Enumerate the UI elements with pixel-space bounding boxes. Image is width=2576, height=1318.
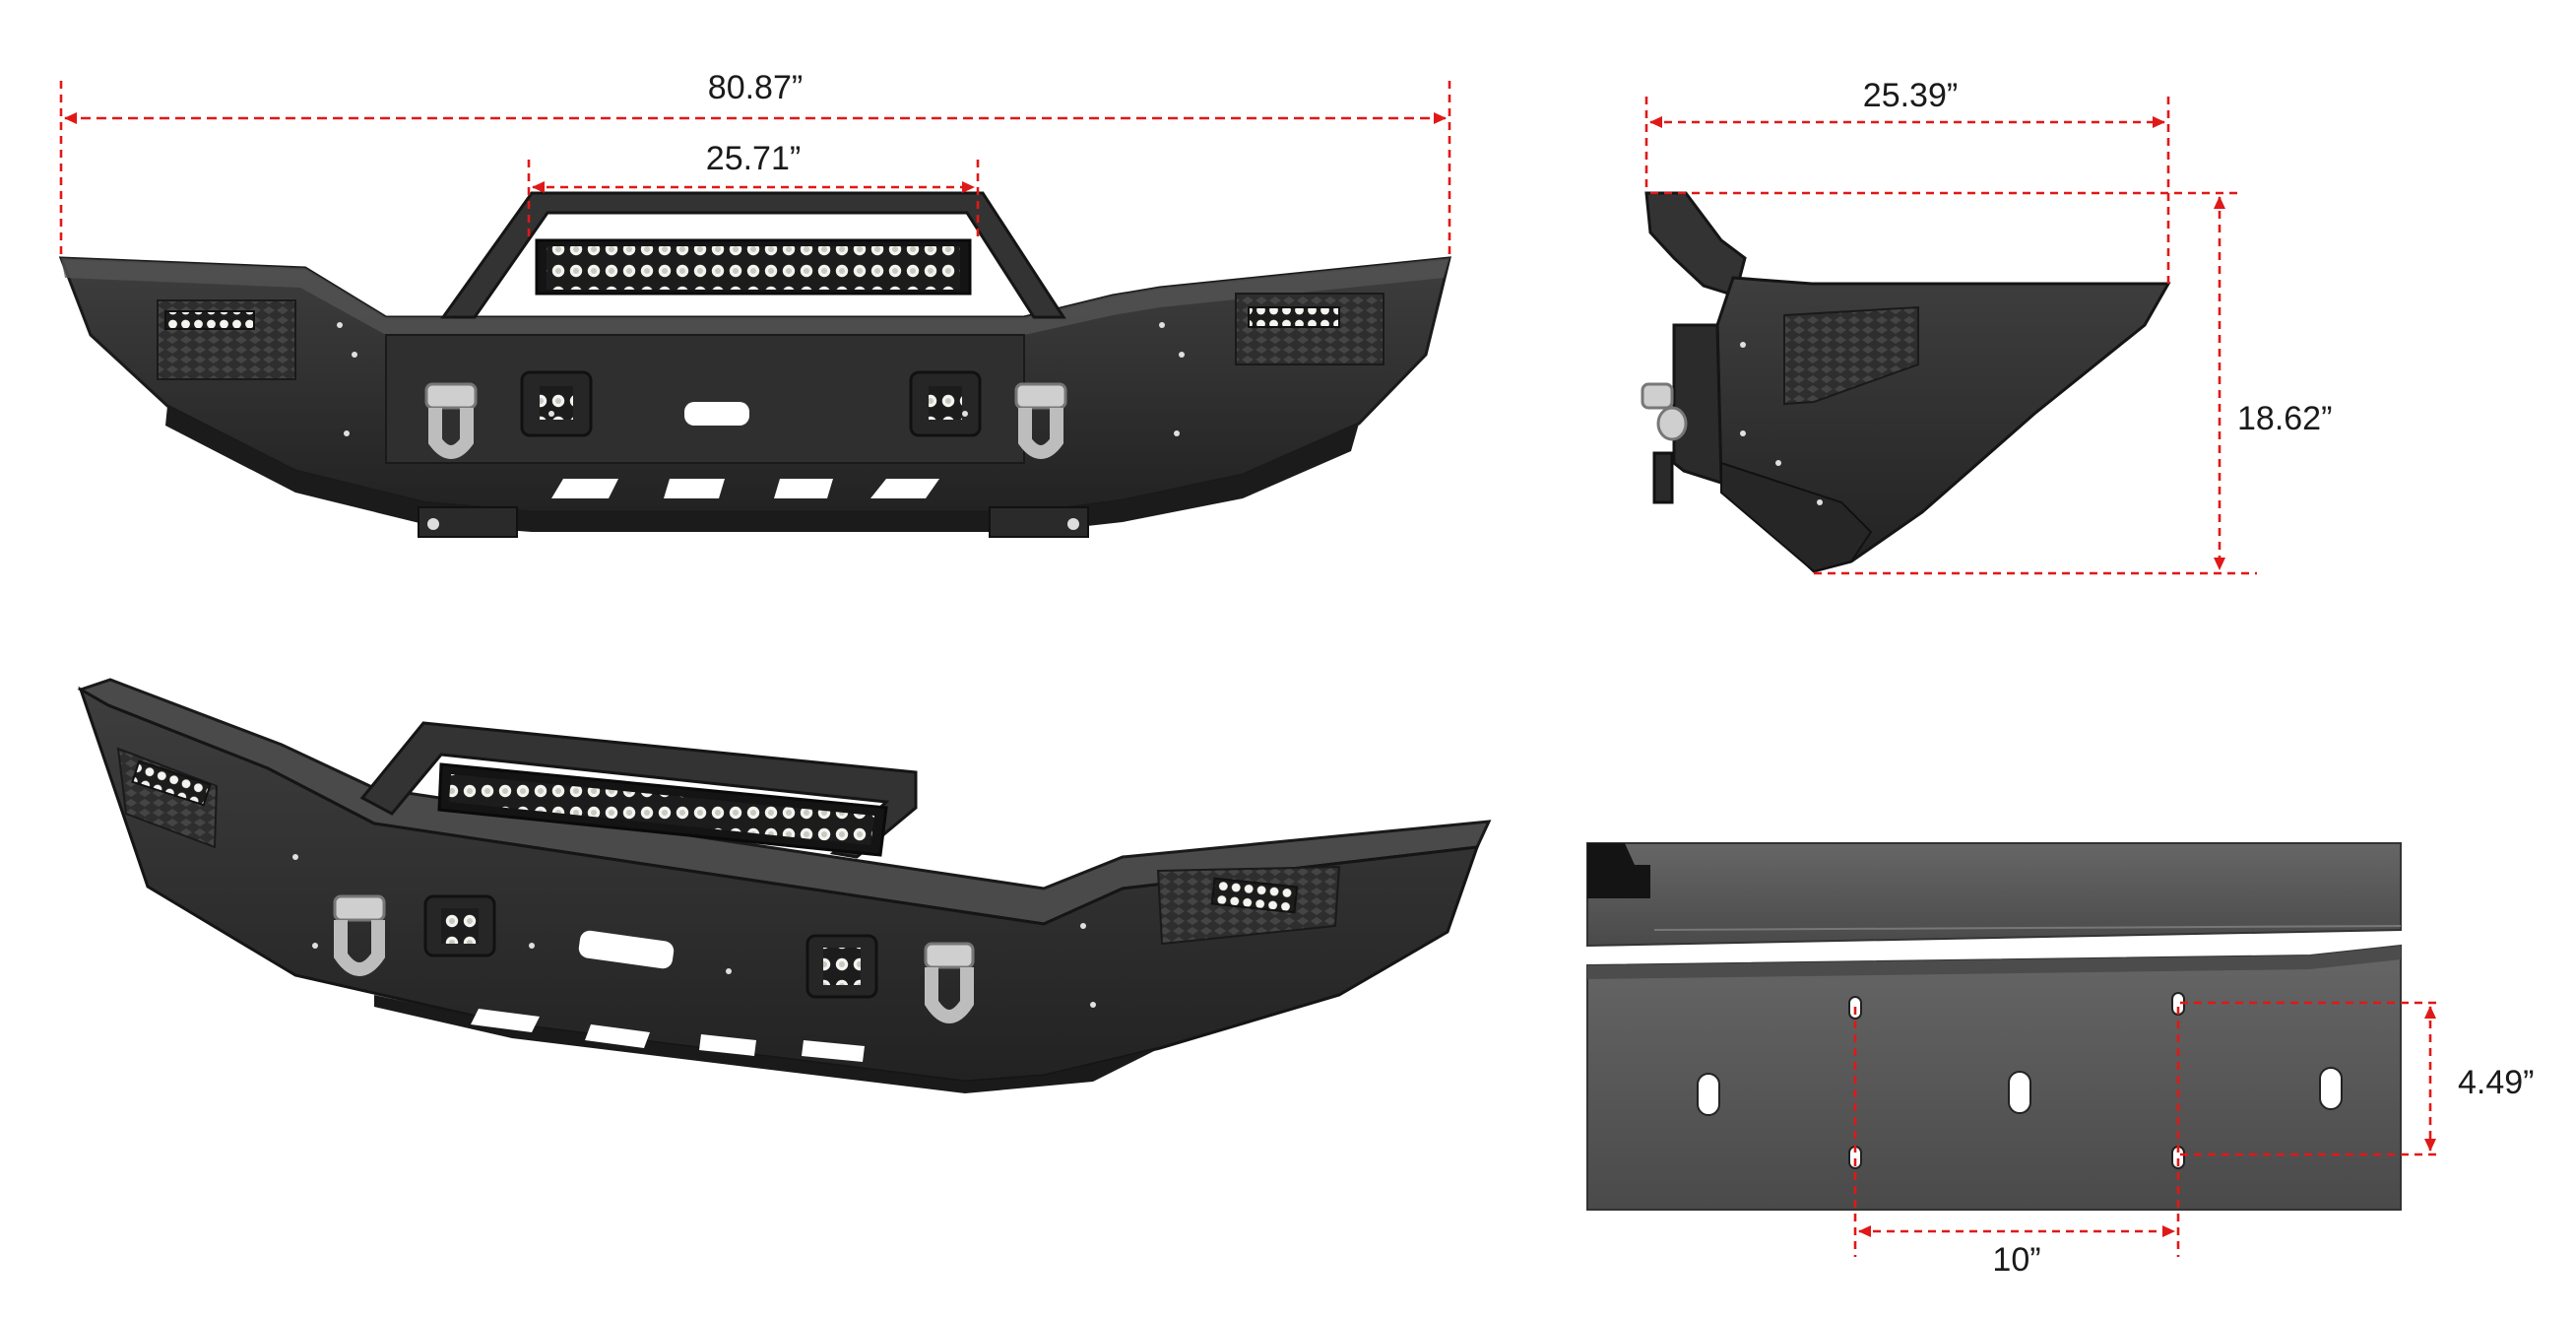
mounting-slots xyxy=(1697,1067,2343,1116)
hole-horizontal-label: 10” xyxy=(1992,1241,2040,1279)
front-shackles xyxy=(424,382,1067,459)
hole-vertical-dimension: 4.49” xyxy=(2180,1001,2535,1156)
overall-width-label: 80.87” xyxy=(708,69,803,106)
side-depth-dimension: 25.39” xyxy=(1644,77,2170,286)
left-side-led xyxy=(164,310,255,330)
light-bar-hoop xyxy=(440,191,1066,319)
right-side-led xyxy=(1248,306,1340,328)
light-bar-width-label: 25.71” xyxy=(706,140,801,177)
side-height-label: 18.62” xyxy=(2237,400,2332,437)
perspective-left-led xyxy=(131,759,212,807)
perspective-cube-lights xyxy=(423,894,878,999)
perspective-view xyxy=(77,678,1492,1093)
perspective-light-bar-hoop xyxy=(359,721,918,859)
hole-vertical-label: 4.49” xyxy=(2458,1064,2535,1101)
side-depth-label: 25.39” xyxy=(1863,77,1958,114)
front-view xyxy=(58,191,1451,538)
light-bar-width-dimension: 25.71” xyxy=(527,140,980,240)
side-shackle xyxy=(1641,382,1688,504)
perspective-skid-cutouts xyxy=(471,1009,865,1062)
winch-slot xyxy=(684,402,749,426)
side-height-dimension: 18.62” xyxy=(1650,191,2332,575)
skid-cutouts xyxy=(551,479,939,498)
perspective-bumper-body xyxy=(78,686,1480,1084)
perspective-right-led xyxy=(1210,877,1299,914)
front-cube-lights xyxy=(520,370,982,437)
perspective-shackles xyxy=(333,894,975,1023)
overall-width-dimension: 80.87” xyxy=(59,69,1451,258)
hole-horizontal-dimension: 10” xyxy=(1853,1007,2180,1279)
mounting-plate-detail xyxy=(1586,842,2402,1211)
side-view xyxy=(1641,191,2171,573)
